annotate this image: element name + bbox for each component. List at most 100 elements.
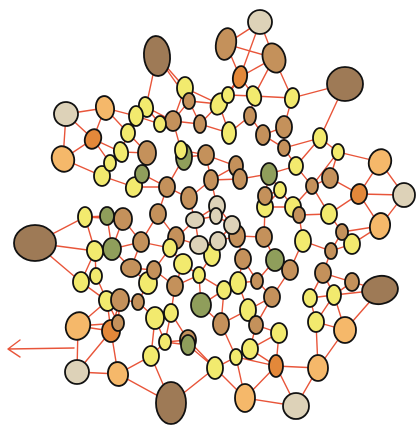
bead-yellow xyxy=(283,87,301,109)
bead-deep-orange xyxy=(268,354,284,378)
bead-brown xyxy=(131,293,145,311)
bead-olive xyxy=(260,162,278,186)
bead-brown xyxy=(158,176,176,198)
bead-brown xyxy=(261,42,287,74)
bead-yellow xyxy=(270,322,288,344)
bead-yellow xyxy=(221,86,235,104)
bead-deep-orange xyxy=(231,65,249,89)
bead-brown xyxy=(111,314,125,332)
bead-olive xyxy=(190,292,212,318)
bead-brown xyxy=(257,186,273,206)
bead-cream xyxy=(53,101,79,127)
bead-yellow xyxy=(239,298,257,322)
bead-brown xyxy=(132,231,150,253)
bead-cream xyxy=(185,211,205,229)
bead-brown xyxy=(110,288,130,312)
bead-yellow xyxy=(145,306,165,330)
bead-brown xyxy=(180,186,198,210)
bead-yellow xyxy=(174,140,188,160)
bead-cream xyxy=(64,359,90,385)
bead-yellow xyxy=(312,127,328,149)
bead-brown xyxy=(232,168,248,190)
bead-olive xyxy=(265,248,285,272)
entry-arrow-icon xyxy=(7,339,75,358)
bead-orange xyxy=(64,311,92,341)
bead-yellow xyxy=(294,229,312,253)
bead-yellow xyxy=(158,333,172,351)
bead-yellow xyxy=(241,338,259,360)
bead-brown xyxy=(314,262,332,284)
bead-orange xyxy=(307,354,329,382)
bead-brown xyxy=(243,106,257,126)
bead-cream xyxy=(209,231,227,251)
bead-olive xyxy=(180,334,196,356)
bead-light-brown xyxy=(13,224,57,262)
bead-yellow xyxy=(120,123,136,143)
bead-brown xyxy=(149,203,167,225)
bead-brown xyxy=(344,272,360,292)
bead-yellow xyxy=(206,356,224,380)
bead-orange xyxy=(234,383,256,413)
bead-brown xyxy=(281,259,299,281)
bead-yellow xyxy=(153,115,167,133)
bead-yellow xyxy=(229,271,247,295)
bead-deep-orange xyxy=(350,183,368,205)
bead-yellow xyxy=(302,288,318,308)
bead-yellow xyxy=(162,238,178,258)
bead-yellow xyxy=(229,348,243,366)
bead-yellow xyxy=(221,121,237,145)
bead-brown xyxy=(166,275,184,297)
bead-yellow xyxy=(326,284,342,306)
bead-light-brown xyxy=(155,381,187,425)
bead-cream xyxy=(223,215,241,235)
bead-olive xyxy=(102,237,122,261)
bead-brown xyxy=(182,92,196,110)
bead-yellow xyxy=(93,165,111,187)
bead-yellow xyxy=(89,267,103,285)
bead-brown xyxy=(305,177,319,195)
bead-yellow xyxy=(192,266,206,284)
bead-olive xyxy=(99,206,115,226)
bead-brown xyxy=(321,167,339,189)
bead-brown xyxy=(324,242,338,260)
bead-yellow xyxy=(343,233,361,255)
bead-yellow xyxy=(103,154,117,172)
bead-olive xyxy=(134,164,150,184)
bead-brown xyxy=(248,315,264,335)
bead-brown xyxy=(203,169,219,191)
bead-light-brown xyxy=(326,66,364,102)
bead-orange xyxy=(333,316,357,344)
bead-brown xyxy=(234,248,252,270)
bead-brown xyxy=(263,286,281,308)
bead-orange xyxy=(368,212,392,240)
bead-cream xyxy=(282,392,310,420)
bead-yellow xyxy=(216,280,232,300)
bead-brown xyxy=(255,226,273,248)
bead-yellow xyxy=(128,105,144,127)
bead-brown xyxy=(255,124,271,146)
bead-brown xyxy=(113,207,133,231)
bead-orange xyxy=(107,361,129,387)
bead-yellow xyxy=(273,181,287,199)
bead-brown xyxy=(275,115,293,139)
bead-yellow xyxy=(142,345,160,367)
bead-yellow xyxy=(288,156,304,176)
bead-yellow xyxy=(245,85,263,107)
bead-cream xyxy=(209,207,223,225)
bead-brown xyxy=(277,139,291,157)
bead-brown xyxy=(137,140,157,166)
bead-orange xyxy=(367,148,393,176)
bead-deep-orange xyxy=(83,128,103,150)
bead-brown xyxy=(335,223,349,241)
bead-brown xyxy=(146,260,162,280)
bead-yellow xyxy=(112,141,130,163)
bead-brown xyxy=(214,27,238,61)
bead-light-brown xyxy=(143,35,171,77)
bead-yellow xyxy=(77,206,93,228)
bead-cream xyxy=(392,182,416,208)
bead-orange xyxy=(94,95,116,121)
bead-brown xyxy=(212,312,230,336)
bead-brown xyxy=(164,110,182,132)
bead-cream xyxy=(247,9,273,35)
